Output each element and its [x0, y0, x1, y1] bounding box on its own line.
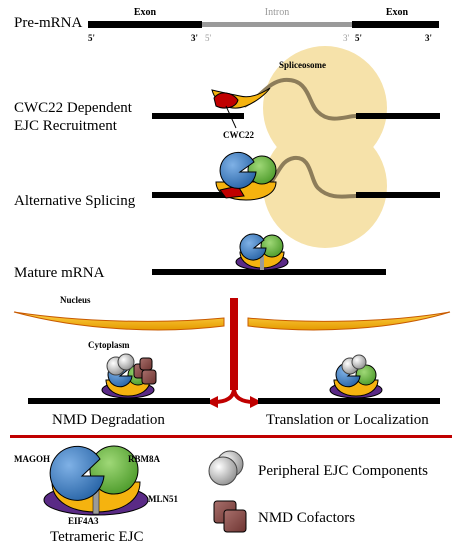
- legend-peripheral-icon: [208, 450, 244, 486]
- translation-ejc-green: [355, 364, 377, 386]
- arrowhead-right: [250, 396, 262, 408]
- exon-1-5prime: 5': [88, 33, 95, 43]
- legend-magoh-label: MAGOH: [14, 454, 50, 464]
- legend-eif4a3-label: EIF4A3: [68, 516, 99, 526]
- alt-intron-loop: [268, 155, 357, 199]
- mature-ejc-gray-pin: [260, 256, 264, 270]
- exon-1-3prime: 3': [191, 33, 198, 43]
- legend-mln51-label: MLN51: [148, 494, 178, 504]
- mature-ejc-blue: [239, 233, 267, 261]
- membrane-left: [13, 311, 225, 331]
- intron-label: Intron: [265, 7, 289, 18]
- nmd-cofactor-3: [139, 357, 153, 371]
- mature-ejc-green: [260, 234, 284, 258]
- legend-tetrameric-label: Tetrameric EJC: [50, 529, 144, 545]
- export-arrow-branch: [213, 387, 255, 404]
- alt-exon-right: [356, 192, 440, 198]
- cwc22-factor: [213, 92, 239, 109]
- nmd-complex: [101, 353, 157, 399]
- legend-nmd-label: NMD Cofactors: [258, 510, 355, 526]
- legend-ejc-blue: [49, 445, 105, 501]
- intron-3prime: 3': [343, 33, 350, 43]
- legend-tetrameric-ejc: [43, 445, 149, 516]
- translation-peripheral-2: [351, 354, 367, 370]
- nmd-cofactor-2: [141, 369, 157, 385]
- translation-complex: [329, 354, 383, 399]
- nmd-peripheral-2: [117, 353, 135, 371]
- recruitment-exon-right: [356, 113, 440, 119]
- translation-mrna-strand: [258, 398, 440, 404]
- premrna-exon-1: [88, 21, 202, 28]
- arrowhead-left: [206, 396, 218, 408]
- recruitment-exon-left: [152, 113, 244, 119]
- legend-peripheral-front: [208, 456, 238, 486]
- alt-exon-left: [152, 192, 244, 198]
- spliceosome-label: Spliceosome: [279, 60, 326, 70]
- mature-mrna-strand: [152, 269, 386, 275]
- nucleus-label: Nucleus: [60, 295, 91, 305]
- exon-2-5prime: 5': [355, 33, 362, 43]
- premrna-label: Pre-mRNA: [14, 15, 82, 31]
- mature-label: Mature mRNA: [14, 265, 105, 281]
- section-divider: [10, 435, 452, 438]
- premrna-exon-2: [352, 21, 439, 28]
- premrna-intron: [202, 22, 352, 27]
- cwc22-pointer: [225, 105, 237, 129]
- exon-2-label: Exon: [386, 7, 409, 18]
- nmd-mrna-strand: [28, 398, 210, 404]
- translation-label: Translation or Localization: [266, 412, 429, 428]
- export-arrow-stem: [230, 298, 238, 390]
- alt-splicing-label: Alternative Splicing: [14, 193, 136, 209]
- membrane-right: [247, 311, 451, 331]
- recruitment-label-line2: EJC Recruitment: [14, 118, 118, 134]
- legend-nmd-square-front: [223, 509, 247, 533]
- legend-nmd-icon: [213, 500, 247, 533]
- intron-5prime: 5': [205, 33, 212, 43]
- mature-ejc: [235, 233, 289, 271]
- legend-peripheral-label: Peripheral EJC Components: [258, 463, 428, 479]
- exon-2-3prime: 3': [425, 33, 432, 43]
- nmd-label: NMD Degradation: [52, 412, 165, 428]
- exon-1-label: Exon: [134, 7, 157, 18]
- cytoplasm-label: Cytoplasm: [88, 340, 130, 350]
- legend-rbm8a-label: RBM8A: [128, 454, 160, 464]
- alt-ejc-blue: [219, 151, 257, 189]
- recruitment-intron-loop: [242, 77, 357, 121]
- recruitment-label-line1: CWC22 Dependent: [14, 100, 133, 116]
- spliceosome-circle-2: [263, 124, 387, 248]
- cwc22-label: CWC22: [223, 130, 254, 140]
